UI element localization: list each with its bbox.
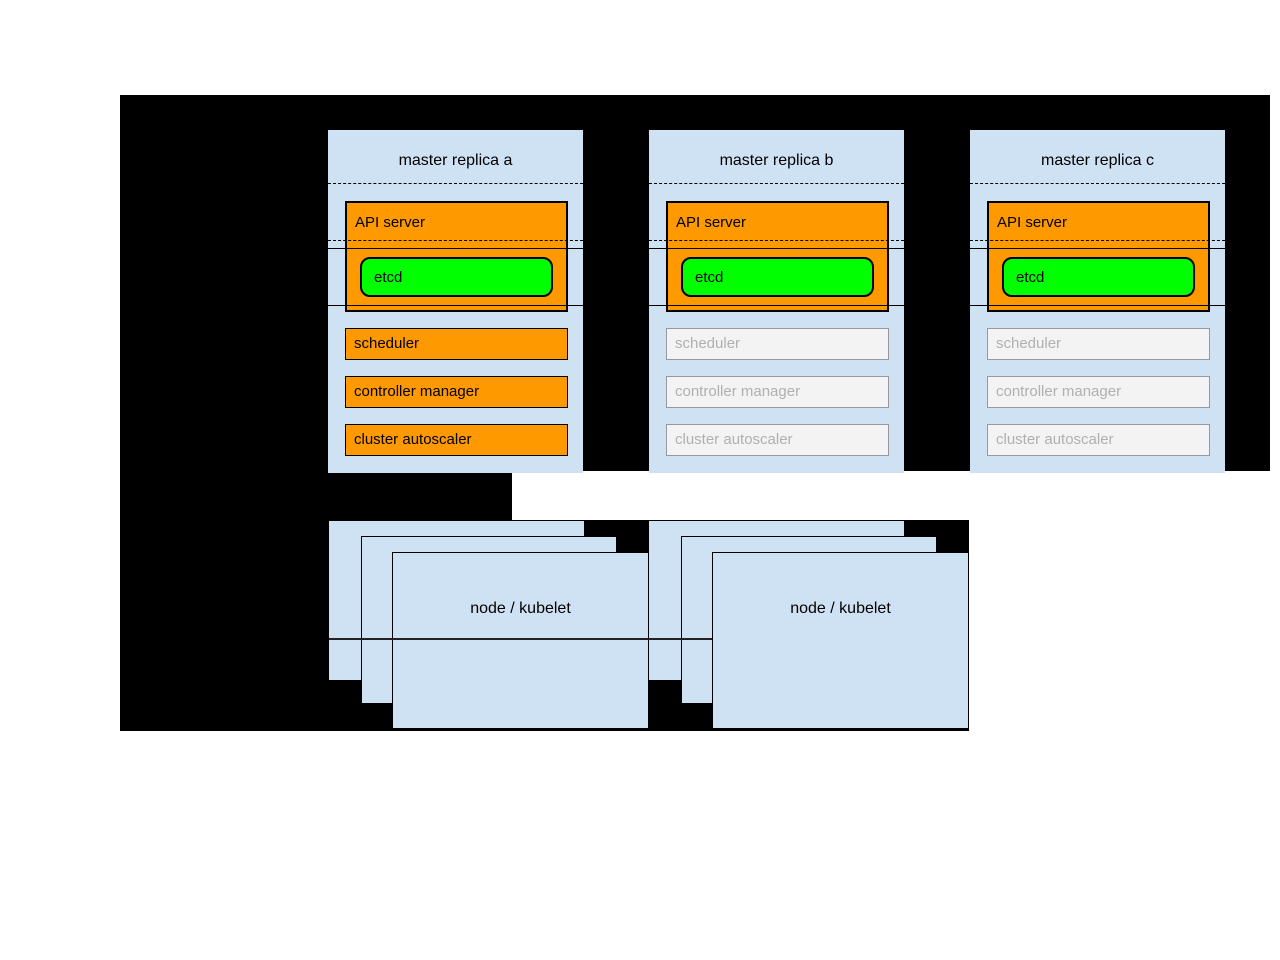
divider-dashed-top [649,183,904,184]
etcd-box: etcd [681,257,874,297]
node-box-front: node / kubelet [712,552,969,729]
background-panel-left-band [120,471,512,520]
divider-solid-lower [649,305,904,306]
api-server-box: API server etcd [666,201,889,312]
master-replica-title: master replica c [1041,152,1154,169]
divider-solid-upper [970,248,1225,249]
node-kubelet-label: node / kubelet [470,600,571,617]
scheduler-box: scheduler [345,328,568,360]
divider-dashed-mid [970,240,1225,241]
controller-manager-box: controller manager [345,376,568,408]
cluster-autoscaler-box: cluster autoscaler [666,424,889,456]
divider-solid-lower [970,305,1225,306]
api-server-label: API server [997,214,1068,231]
cluster-autoscaler-box: cluster autoscaler [345,424,568,456]
master-replica-c-panel: master replica c API server etcd schedul… [970,130,1225,473]
master-replica-title: master replica a [398,152,513,169]
divider-solid-upper [649,248,904,249]
divider-solid-lower [328,305,583,306]
controller-manager-box: controller manager [987,376,1210,408]
divider-dashed-mid [649,240,904,241]
api-server-box: API server etcd [987,201,1210,312]
scheduler-box: scheduler [666,328,889,360]
divider-dashed-top [328,183,583,184]
master-replica-title: master replica b [719,152,834,169]
divider-dashed-top [970,183,1225,184]
divider-solid-upper [328,248,583,249]
cluster-autoscaler-box: cluster autoscaler [987,424,1210,456]
etcd-label: etcd [374,268,403,286]
master-replica-b-panel: master replica b API server etcd schedul… [649,130,904,473]
api-server-box: API server etcd [345,201,568,312]
etcd-label: etcd [695,268,724,286]
node-connector-line [329,638,712,640]
api-server-label: API server [676,214,747,231]
divider-dashed-mid [328,240,583,241]
etcd-box: etcd [1002,257,1195,297]
master-replica-a-panel: master replica a API server etcd schedul… [328,130,583,473]
api-server-label: API server [355,214,426,231]
etcd-box: etcd [360,257,553,297]
controller-manager-box: controller manager [666,376,889,408]
node-kubelet-label: node / kubelet [790,600,891,617]
scheduler-box: scheduler [987,328,1210,360]
node-box-front: node / kubelet [392,552,649,729]
etcd-label: etcd [1016,268,1045,286]
